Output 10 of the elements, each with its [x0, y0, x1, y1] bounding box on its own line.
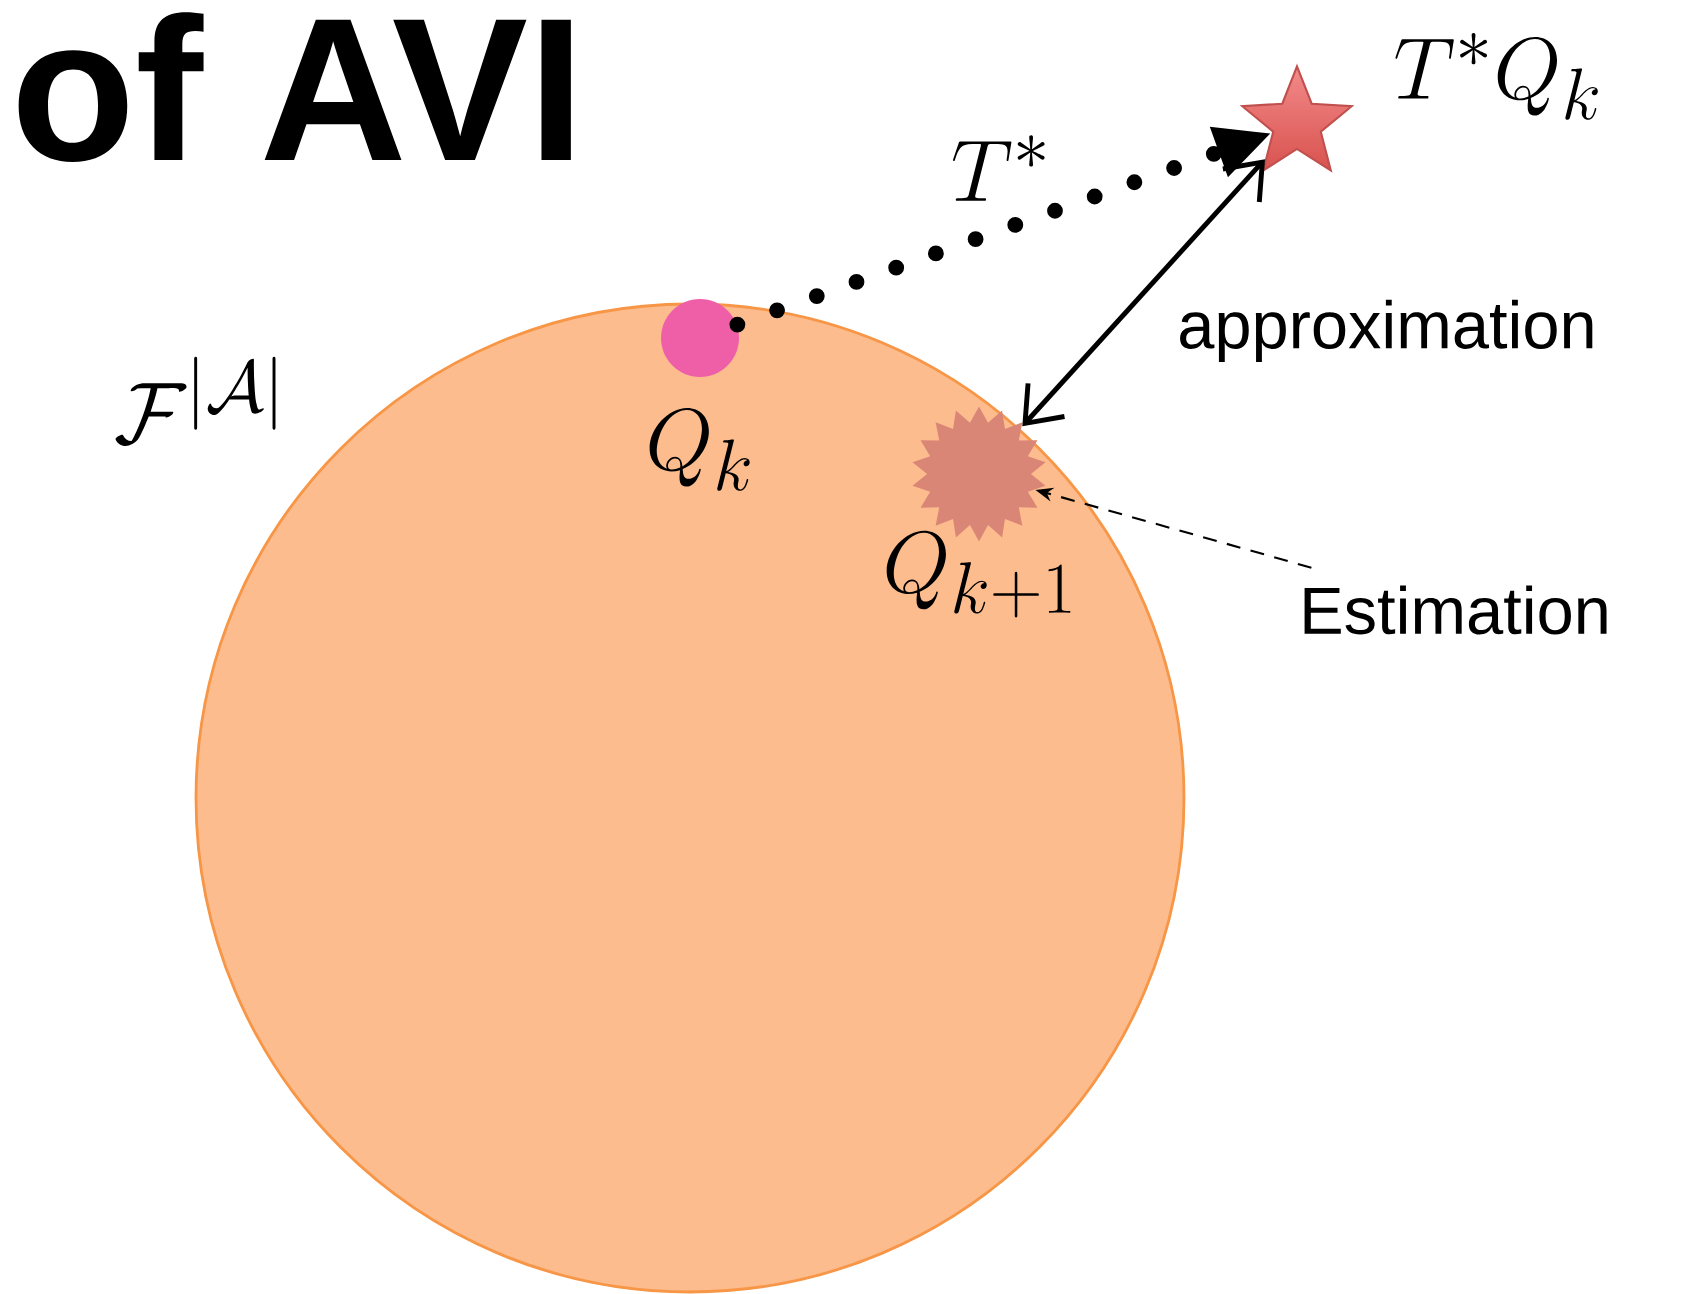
point-label: $Q_k$: [649, 408, 750, 491]
double-arrow: [1022, 159, 1266, 427]
edge-label: $T^*$: [952, 135, 1045, 201]
text-label: Estimation: [1304, 585, 1607, 635]
point-label: $Q_{k+1}$: [886, 530, 1071, 618]
edge-label: approximation: [1180, 299, 1593, 363]
space-label: $\mathcal{F}^{|\mathcal{A}|}$: [115, 356, 276, 446]
point-dot: [661, 299, 739, 377]
point-label: $T^*Q_k$: [1395, 32, 1598, 120]
title-text: of AVI: [18, 12, 571, 162]
